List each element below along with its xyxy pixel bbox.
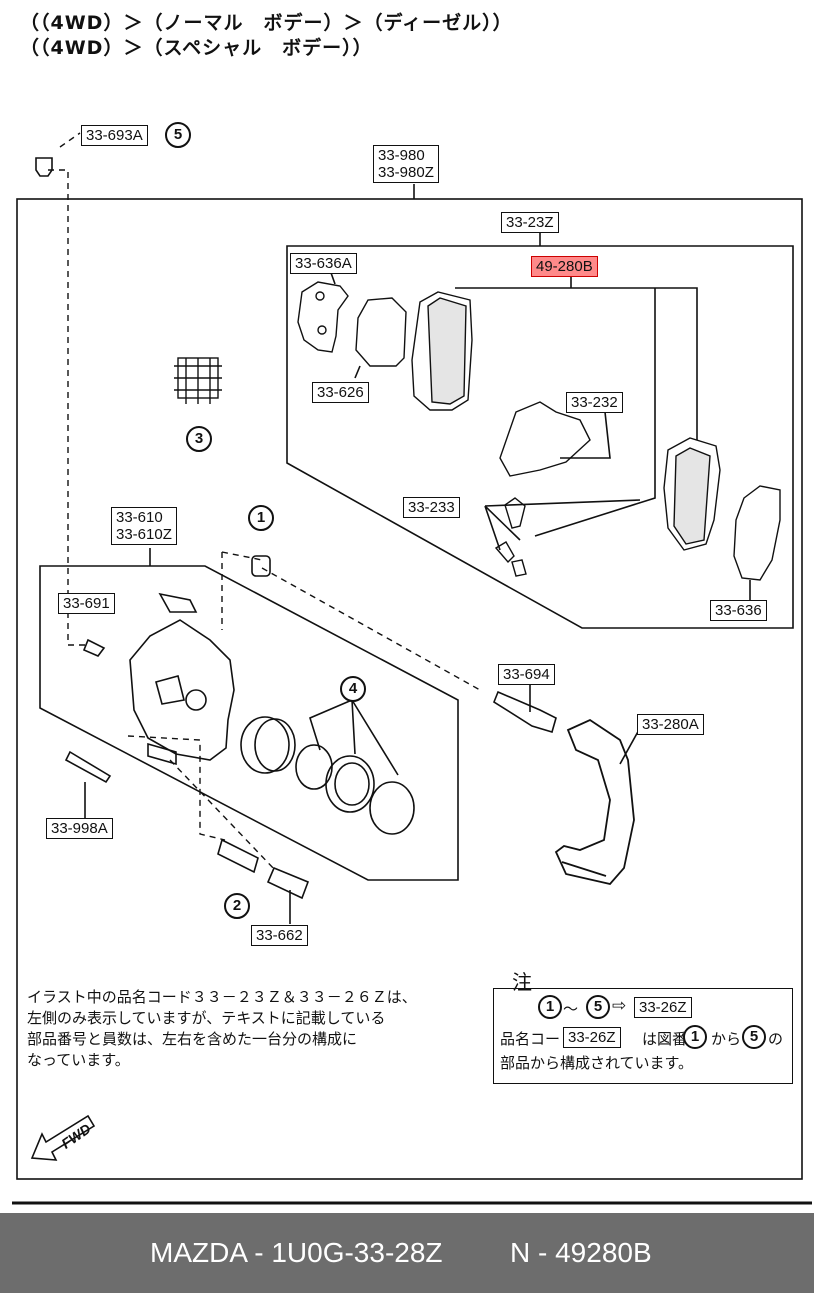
callout-33-693A: 33-693A [81,125,148,146]
note-line-3: 部品番号と員数は、左右を含めた一台分の構成に [27,1030,358,1048]
callout-33-636A: 33-636A [290,253,357,274]
notebox-arrow: ⇨ [612,996,627,1016]
callout-33-280A: 33-280A [637,714,704,735]
notebox-circle-1a: 1 [538,995,562,1019]
assembly-frame [16,198,803,1180]
circle-5: 5 [165,122,191,148]
callout-33-662: 33-662 [251,925,308,946]
leader-4 [309,699,399,776]
notebox-text-c: から [711,1030,742,1048]
callout-33-232: 33-232 [566,392,623,413]
shim-pack-part [174,357,222,404]
footer-part-code: N - 49280B [510,1237,652,1268]
callout-33-694: 33-694 [498,664,555,685]
notebox-code-1: 33-26Z [634,997,692,1018]
caliper-body-part [129,592,235,766]
leader-33-280A [619,727,641,765]
notebox-text-e: 部品から構成されています。 [500,1054,694,1072]
notebox-range-sep: ～ [563,1000,579,1018]
notebox-circle-1b: 1 [683,1025,707,1049]
callout-33-636: 33-636 [710,600,767,621]
circle-1: 1 [248,505,274,531]
callout-33-998A: 33-998A [46,818,113,839]
caliper-frame [39,565,459,881]
notebox-text-d: の [768,1030,784,1048]
callout-33-233: 33-233 [403,497,460,518]
note-line-2: 左側のみ表示していますが、テキストに記載している [27,1009,386,1027]
leader-33-232 [560,411,611,459]
note-line-4: なっています。 [27,1051,130,1069]
piston-seal-parts [240,716,415,835]
mounting-bracket-part [554,718,635,885]
parts-diagram [12,132,812,1205]
callout-33-23Z: 33-23Z [501,212,559,233]
circle-4: 4 [340,676,366,702]
notebox-text-b: は図番 [642,1030,688,1048]
notebox-circle-5b: 5 [742,1025,766,1049]
circle-2: 2 [224,893,250,919]
notebox-text-a: 品名コード [500,1030,576,1048]
notebox-code-2: 33-26Z [563,1027,621,1048]
callout-33-610: 33-610 33-610Z [111,507,177,545]
callout-33-626: 33-626 [312,382,369,403]
leader-33-626 [354,365,361,379]
leader-33-233 [484,499,641,551]
header-line-1: （（4WD）＞（ノーマル ボデー）＞（ディーゼル）） [20,12,513,34]
callout-33-980: 33-980 33-980Z [373,145,439,183]
callout-33-691: 33-691 [58,593,115,614]
header-line-2: （（4WD）＞（スペシャル ボデー）） [20,37,373,59]
fwd-arrow-icon [30,1114,96,1161]
callout-49-280B: 49-280B [531,256,598,277]
pad-kit-frame [286,245,794,629]
notebox-circle-5a: 5 [586,995,610,1019]
note-box [493,988,793,1084]
footer-brand-part: MAZDA - 1U0G-33-28Z [150,1237,443,1268]
note-line-1: イラスト中の品名コード３３－２３Ｚ＆３３－２６Ｚは、 [27,988,417,1006]
pad-kit-parts [297,281,781,581]
circle-3: 3 [186,426,212,452]
footer-bar: MAZDA - 1U0G-33-28Z N - 49280B [0,1213,814,1293]
assembly-note: イラスト中の品名コード３３－２３Ｚ＆３３－２６Ｚは、 左側のみ表示していますが、… [27,987,497,1071]
leader-49-280B [455,276,698,537]
